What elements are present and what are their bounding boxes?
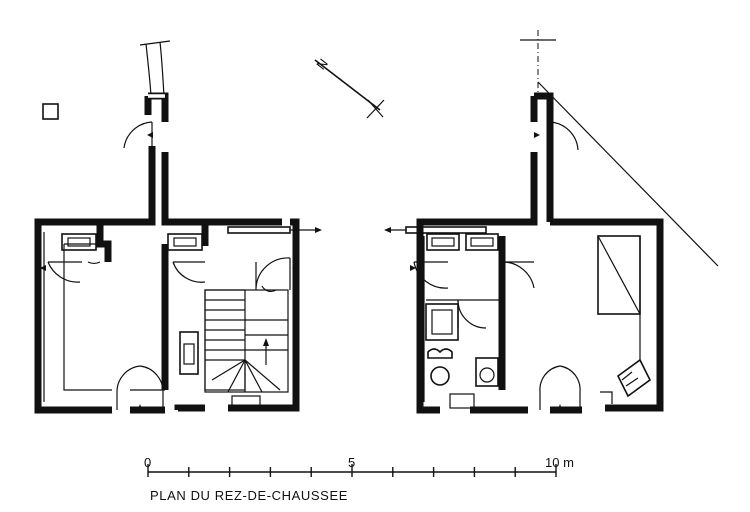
right-house-plan: [384, 30, 719, 414]
left-house-plan: [34, 40, 322, 414]
plan-title: PLAN DU REZ-DE-CHAUSSEE: [150, 488, 348, 503]
scale-bar: 0 5 10 m: [144, 455, 574, 477]
north-arrow-icon: N: [313, 56, 385, 119]
toilet-icon: [430, 366, 450, 386]
corner-stair-icon: [600, 358, 652, 404]
scale-label-5: 5: [348, 455, 355, 470]
stair-icon: [204, 289, 289, 393]
legend-square-icon: [42, 103, 59, 120]
scale-label-10: 10 m: [545, 455, 574, 470]
scale-label-0: 0: [144, 455, 151, 470]
